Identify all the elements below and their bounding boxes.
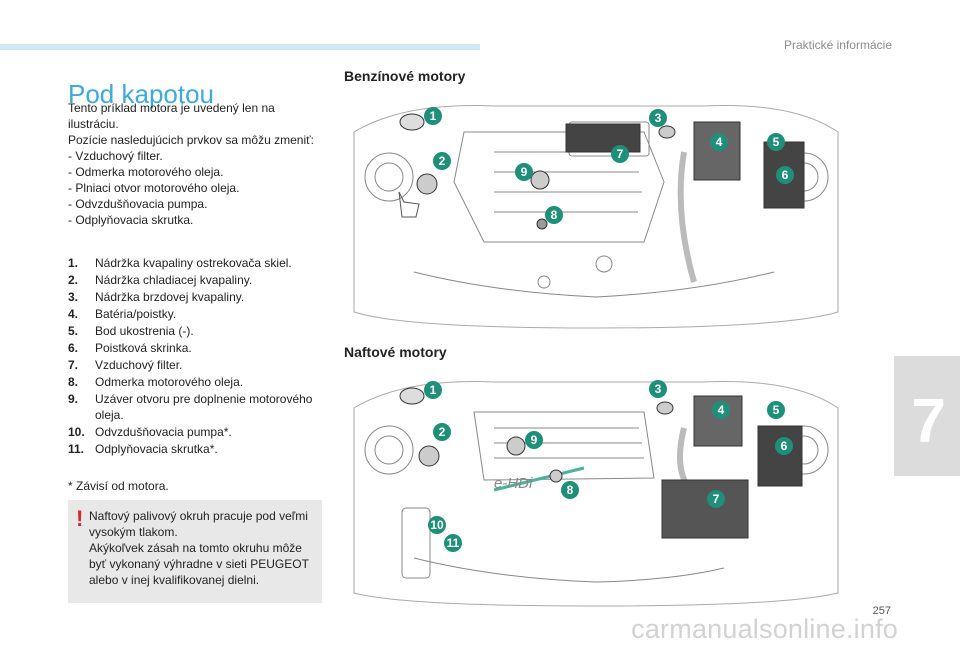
callout-label: 1: [430, 109, 437, 123]
diesel-section-title: Naftové motory: [344, 344, 447, 360]
footnote: * Závisí od motora.: [68, 479, 169, 493]
callout-label: 5: [773, 403, 780, 417]
item-text: Odmerka motorového oleja.: [95, 375, 244, 389]
item-number: 1.: [68, 256, 79, 270]
item-text: Vzduchový filter.: [95, 358, 183, 372]
callout-label: 9: [521, 165, 528, 179]
item-text: Bod ukostrenia (-).: [95, 324, 194, 338]
chapter-number: 7: [911, 387, 946, 456]
dash-item: - Odplyňovacia skrutka.: [68, 213, 194, 227]
section-header: Praktické informácie: [783, 38, 892, 52]
callout-label: 6: [782, 168, 789, 182]
header-bar: [0, 44, 480, 50]
item-text: Uzáver otvoru pre doplnenie motorového o…: [95, 392, 313, 422]
callout-label: 1: [430, 383, 437, 397]
list-item: 1. Nádržka kvapaliny ostrekovača skiel.: [68, 255, 328, 271]
list-item: 5. Bod ukostrenia (-).: [68, 323, 328, 339]
list-item: 2. Nádržka chladiacej kvapaliny.: [68, 272, 328, 288]
callout-label: 11: [447, 536, 460, 550]
item-text: Nádržka chladiacej kvapaliny.: [95, 273, 253, 287]
item-text: Poistková skrinka.: [95, 341, 192, 355]
item-number: 8.: [68, 375, 79, 389]
callout-label: 9: [531, 433, 538, 447]
dash-item: - Vzduchový filter.: [68, 149, 163, 163]
list-item: 11. Odplyňovacia skrutka*.: [68, 441, 328, 457]
item-number: 4.: [68, 307, 79, 321]
page-title: Pod kapotou: [68, 79, 215, 110]
warning-text: Naftový palivový okruh pracuje pod veľmi…: [89, 508, 315, 588]
item-number: 9.: [68, 392, 79, 406]
diesel-engine-drawing: e-HDi 1 2 3 4 5 6 7 8 9 10 11: [353, 380, 839, 607]
item-number: 2.: [68, 273, 79, 287]
list-item: 10. Odvzdušňovacia pumpa*.: [68, 424, 328, 440]
callout-label: 3: [655, 382, 662, 396]
component-list: 1. Nádržka kvapaliny ostrekovača skiel. 2…: [68, 255, 328, 458]
callout-label: 8: [567, 483, 574, 497]
list-item: 6. Poistková skrinka.: [68, 340, 328, 356]
callout-label: 4: [716, 135, 723, 149]
intro-line: Tento príklad motora je uvedený len na i…: [68, 101, 275, 131]
item-text: Odvzdušňovacia pumpa*.: [95, 425, 232, 439]
chapter-tab: [894, 356, 960, 476]
callout-label: 7: [713, 492, 720, 506]
callout-markers: 1 2 3 4 5 6 7 8 9: [424, 107, 794, 224]
item-text: Nádržka brzdovej kvapaliny.: [95, 290, 245, 304]
callout-label: 2: [439, 154, 446, 168]
warning-box: ! Naftový palivový okruh pracuje pod veľ…: [68, 500, 322, 603]
callout-label: 8: [551, 208, 558, 222]
callout-label: 3: [655, 111, 662, 125]
dash-item: - Odvzdušňovacia pumpa.: [68, 197, 208, 211]
dash-item: - Plniaci otvor motorového oleja.: [68, 181, 240, 195]
warning-icon: !: [76, 506, 84, 531]
warning-line: Naftový palivový okruh pracuje pod veľmi…: [89, 509, 308, 539]
list-item: 4. Batéria/poistky.: [68, 306, 328, 322]
list-item: 8. Odmerka motorového oleja.: [68, 374, 328, 390]
watermark: carmanualsonline.info: [631, 614, 898, 644]
item-text: Nádržka kvapaliny ostrekovača skiel.: [95, 256, 292, 270]
callout-label: 2: [439, 425, 446, 439]
dash-item: - Odmerka motorového oleja.: [68, 165, 224, 179]
item-text: Odplyňovacia skrutka*.: [95, 442, 218, 456]
item-number: 10.: [68, 425, 85, 439]
intro-line: Pozície nasledujúcich prvkov sa môžu zme…: [68, 133, 314, 147]
petrol-section-title: Benzínové motory: [344, 68, 466, 84]
item-number: 6.: [68, 341, 79, 355]
list-item: 3. Nádržka brzdovej kvapaliny.: [68, 289, 328, 305]
warning-line: Akýkoľvek zásah na tomto okruhu môže byť…: [89, 541, 309, 587]
list-item: 9. Uzáver otvoru pre doplnenie motorového…: [68, 391, 328, 423]
callout-label: 5: [773, 135, 780, 149]
callout-label: 6: [781, 439, 788, 453]
callout-markers: 1 2 3 4 5 6 7 8 9 10 11: [424, 380, 793, 552]
diesel-engine-illustration: e-HDi 1 2 3 4 5 6 7 8 9 10 11: [344, 368, 848, 608]
item-number: 5.: [68, 324, 79, 338]
petrol-engine-drawing: 1 2 3 4 5 6 7 8 9: [353, 105, 839, 329]
item-number: 7.: [68, 358, 79, 372]
item-number: 3.: [68, 290, 79, 304]
item-text: Batéria/poistky.: [95, 307, 177, 321]
list-item: 7. Vzduchový filter.: [68, 357, 328, 373]
intro-text: Tento príklad motora je uvedený len na i…: [68, 100, 328, 228]
engine-label: e-HDi: [494, 475, 533, 492]
page-number: 257: [872, 605, 891, 617]
callout-label: 4: [718, 403, 725, 417]
callout-label: 10: [430, 518, 444, 532]
callout-label: 7: [617, 147, 624, 161]
item-number: 11.: [68, 442, 85, 456]
petrol-engine-illustration: 1 2 3 4 5 6 7 8 9: [344, 92, 848, 332]
